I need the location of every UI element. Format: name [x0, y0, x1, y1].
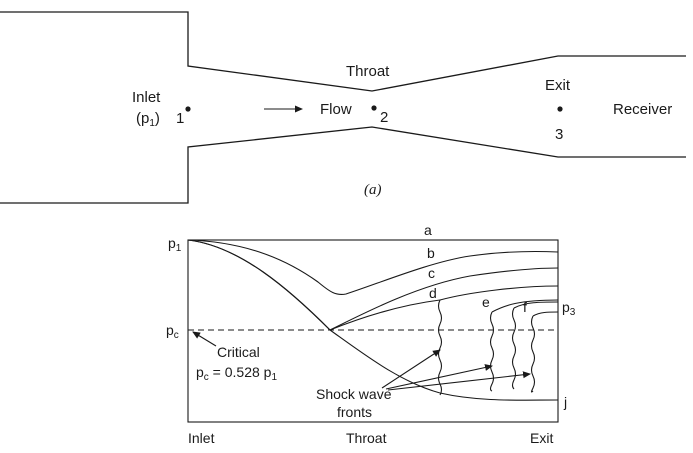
shock-arrow-3: [387, 371, 531, 391]
shock-arrow-2: [385, 364, 493, 390]
nozzle-lower-wall: [0, 126, 686, 204]
curve-d-recovery: [439, 285, 559, 301]
curve-label-f: f: [523, 299, 527, 315]
shock-front-f2: [530, 315, 536, 393]
throat-label: Throat: [346, 63, 390, 80]
curve-label-d: d: [429, 285, 437, 301]
receiver-label: Receiver: [613, 101, 672, 118]
inlet-pressure-label: (p1): [136, 110, 160, 129]
curve-label-b: b: [427, 245, 435, 261]
curve-label-c: c: [428, 265, 435, 281]
x-label-exit: Exit: [530, 430, 553, 446]
shock-arrow-1: [381, 349, 441, 389]
x-label-inlet: Inlet: [188, 430, 215, 446]
curve-d-branch: [329, 299, 441, 331]
curve-label-j: j: [563, 394, 567, 410]
critical-ratio-label: pc = 0.528 p1: [196, 364, 277, 383]
point-3-label: 3: [555, 126, 563, 143]
plot-frame: [187, 239, 559, 423]
point-2-dot: [371, 105, 377, 111]
y-label-pc: pc: [166, 322, 179, 341]
critical-arrow: [192, 331, 217, 347]
critical-label: Critical: [217, 344, 260, 360]
label-p3: p3: [562, 299, 576, 318]
curve-f2-recovery: [532, 311, 559, 317]
y-label-p1: p1: [168, 235, 182, 254]
pressure-plot: p1 pc p3 a b c d e f j Critical pc = 0.5…: [166, 222, 576, 446]
figure-caption: (a): [364, 182, 382, 198]
flow-label: Flow: [320, 101, 352, 118]
x-label-throat: Throat: [346, 430, 387, 446]
shock-label-line1: Shock wave: [316, 386, 392, 402]
shock-front-f: [511, 307, 517, 390]
curve-b: [187, 239, 559, 296]
curve-e-recovery: [491, 299, 559, 313]
curve-label-e: e: [482, 294, 490, 310]
nozzle-upper-wall: [0, 11, 686, 92]
curve-label-a: a: [424, 222, 432, 238]
shock-label-line2: fronts: [337, 404, 372, 420]
point-1-label: 1: [176, 110, 184, 127]
exit-label: Exit: [545, 77, 571, 94]
point-2-label: 2: [380, 109, 388, 126]
inlet-label: Inlet: [132, 89, 161, 106]
curve-j: [187, 239, 559, 401]
nozzle-schematic: Inlet (p1) 1 Flow 2 Throat Exit 3 Receiv…: [0, 11, 686, 204]
point-1-dot: [185, 106, 191, 112]
shock-front-d: [437, 299, 443, 396]
shock-front-e: [489, 311, 495, 392]
curve-f-recovery: [513, 301, 559, 309]
point-3-dot: [557, 106, 563, 112]
